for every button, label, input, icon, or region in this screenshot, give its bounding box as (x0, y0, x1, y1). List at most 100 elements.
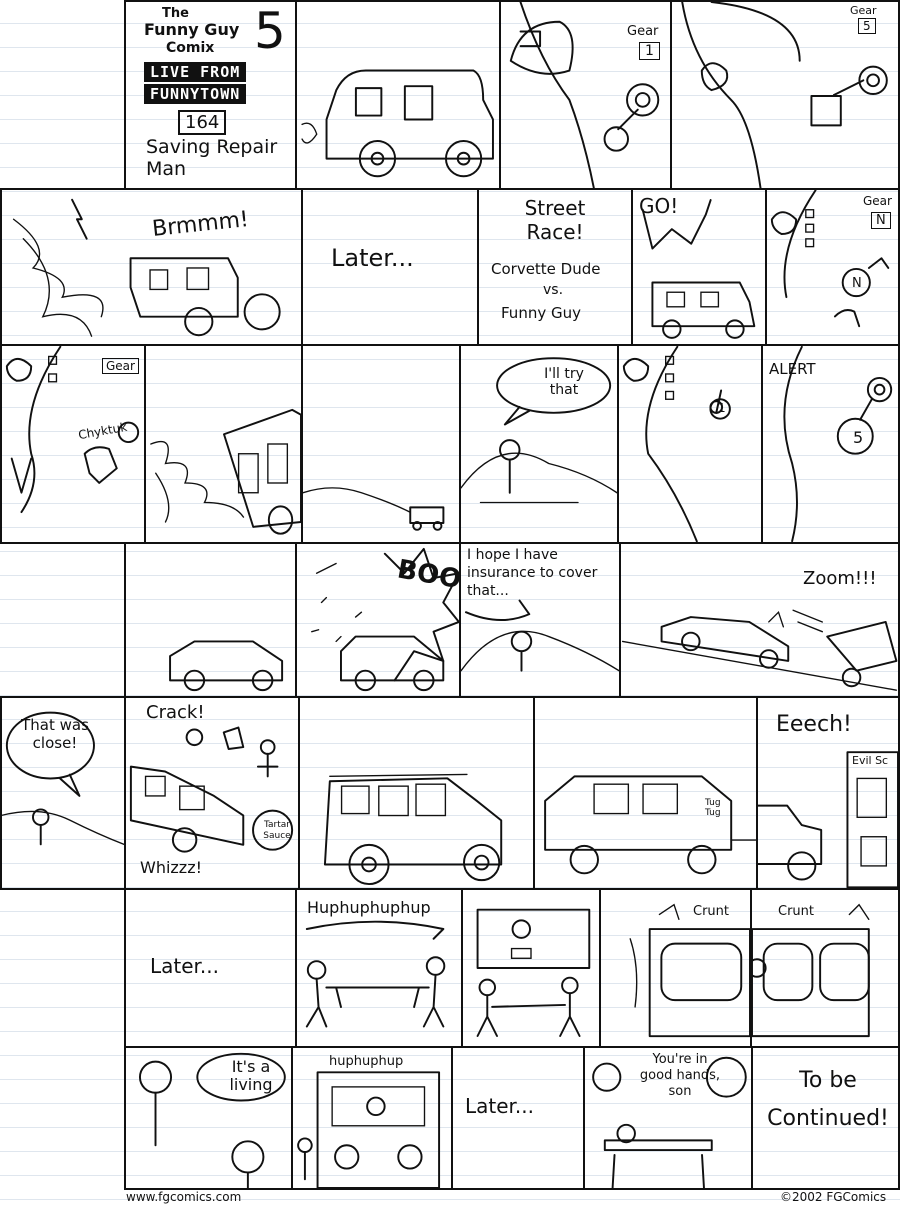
van-rear-sketch (629, 903, 750, 1038)
race-line2: vs. (543, 282, 564, 298)
gear-label: Gear (102, 358, 139, 374)
panel-8-neutral: Gear N N (765, 188, 900, 346)
panel-30-huphup: huphuphup (291, 1046, 453, 1190)
van-rescue-sketch (323, 773, 503, 886)
panel-4-brmmm: Brmmm! (0, 188, 303, 346)
start-sketch (641, 199, 756, 339)
loading-sketch (297, 1071, 441, 1188)
panel-32-good-hands: You're in good hands, son (583, 1046, 753, 1190)
panel-14-alert: ALERT 5 (761, 344, 900, 544)
speech-close: That was close! (21, 716, 89, 752)
panel-31-later: Later... (451, 1046, 585, 1190)
panel-13-knob1: 1 (617, 344, 763, 544)
gear-value-box: 1 (639, 42, 660, 60)
volume-number: 5 (254, 2, 286, 60)
series-line3: Comix (166, 40, 215, 56)
caption-later: Later... (150, 954, 220, 978)
banner-live-from: LIVE FROM (144, 62, 247, 82)
panel-17-insurance: I hope I have insurance to cover that... (459, 542, 621, 698)
speech-good-hands: You're in good hands, son (639, 1052, 721, 1099)
van-loading-sketch (476, 908, 591, 1037)
footer-copyright: ©2002 FGComics (780, 1190, 887, 1204)
jeep-burnout-sketch (12, 198, 281, 337)
panel-29-living: It's a living (124, 1046, 293, 1190)
race-line3: Funny Guy (501, 304, 581, 322)
panel-26-van-back (461, 888, 601, 1048)
gear-value-box: N (871, 212, 891, 229)
tug-sketch (544, 775, 756, 875)
knob-value: 1 (718, 401, 726, 415)
speech-insurance: I hope I have insurance to cover that... (467, 547, 598, 599)
stretcher-carry-sketch (305, 920, 446, 1028)
gear-label: Gear (627, 24, 659, 39)
race-line1: Corvette Dude (491, 260, 601, 278)
panel-28-crunt2: Crunt (750, 888, 900, 1048)
panel-19-close: That was close! (0, 696, 126, 890)
speech-ill-try: I'll try that (544, 366, 584, 398)
sfx-huphup: huphuphup (329, 1054, 404, 1069)
panel-20-crack: Crack! Whizzz! Tartar Sauce (124, 696, 300, 890)
crash-sketch (129, 726, 294, 853)
corvette-sketch (169, 640, 284, 692)
knob-1-sketch (622, 346, 731, 542)
panel-3-gear5: Gear 5 (670, 0, 900, 190)
panel-16-boom: BOOM (295, 542, 461, 698)
sfx-crunt: Crunt (778, 904, 814, 919)
panel-21-van-roof (298, 696, 535, 890)
panel-7-go: GO! (631, 188, 767, 346)
knob-value: 5 (853, 428, 864, 447)
panel-6-race-title: Street Race! Corvette Dude vs. Funny Guy (477, 188, 633, 346)
sfx-eeech: Eeech! (776, 712, 852, 737)
panel-1-jeep (295, 0, 501, 190)
van-rear-2-sketch (752, 903, 870, 1038)
arrival-sketch (758, 751, 898, 888)
alert-label: ALERT (769, 360, 816, 378)
sfx-zoom: Zoom!!! (803, 568, 877, 589)
caption-continued: To be Continued! (767, 1068, 889, 1131)
panel-23-eeech: Eeech! Evil Sc (756, 696, 900, 890)
series-line2: Funny Guy (144, 20, 240, 39)
gear-value-box: 5 (858, 18, 876, 34)
tug-label: Tug Tug (705, 798, 721, 818)
panel-2-gear1: Gear 1 (499, 0, 672, 190)
sfx-huphup: Huphuphuphup (307, 898, 431, 917)
van-exhaust-sketch (150, 408, 301, 535)
gearshift-5-sketch (681, 2, 888, 188)
knob-value: N (852, 276, 862, 291)
panel-12-ill-try: I'll try that (459, 344, 619, 544)
panel-25-stretcher: Huphuphuphup (295, 888, 463, 1048)
panel-11-small-van (301, 344, 461, 544)
distant-van-sketch (303, 487, 445, 531)
title-panel: The Funny Guy Comix 5 LIVE FROM FUNNYTOW… (124, 0, 297, 190)
onlooker-sketch (461, 357, 617, 504)
gearshift-sketch (509, 2, 660, 188)
tartar-label: Tartar Sauce (263, 820, 291, 841)
explosion-sketch (311, 547, 459, 692)
gear-label: Gear (863, 194, 892, 208)
panel-9-chyktuk: Gear Chyktuk (0, 344, 146, 544)
hospital-sketch (592, 1056, 747, 1188)
alert-gearshift-sketch (783, 346, 893, 542)
panel-22-tug: Tug Tug (533, 696, 758, 890)
onlooker-3-sketch (2, 711, 124, 846)
panel-33-continued: To be Continued! (751, 1046, 900, 1190)
panel-15-corvette (124, 542, 297, 698)
panel-24-later: Later... (124, 888, 297, 1048)
episode-title: Saving Repair Man (146, 136, 278, 180)
shifting-hand-sketch (5, 346, 140, 514)
banner-funnytown: FUNNYTOWN (144, 84, 247, 104)
jeep-sketch (301, 69, 494, 178)
sfx-crack: Crack! (146, 702, 205, 723)
rescuers-sketch (138, 1052, 286, 1188)
issue-number: 164 (178, 110, 227, 135)
panel-5-later: Later... (301, 188, 479, 346)
speech-living: It's a living (229, 1057, 273, 1094)
sfx-whizz: Whizzz! (140, 858, 203, 877)
gear-label: Gear (850, 4, 877, 17)
chase-sketch (621, 609, 898, 691)
caption-later: Later... (331, 244, 414, 272)
caption-later: Later... (465, 1094, 535, 1118)
series-line1: The (162, 6, 189, 21)
footer-url[interactable]: www.fgcomics.com (126, 1190, 242, 1204)
panel-18-zoom: Zoom!!! (619, 542, 900, 698)
